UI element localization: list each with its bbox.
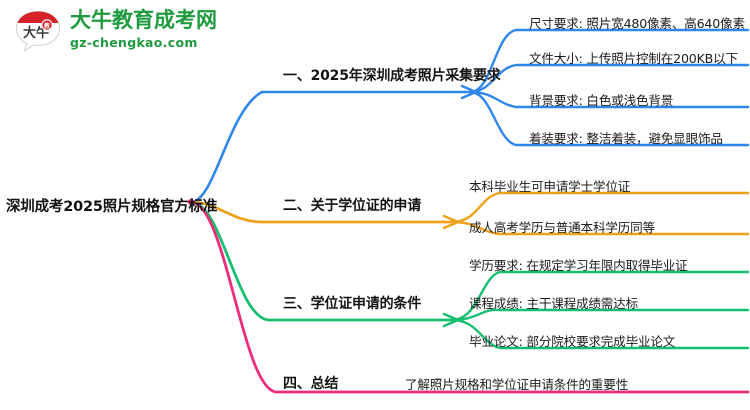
branch-node-2[interactable]: 二、关于学位证的申请 [283,198,421,214]
site-logo: 大牛 教 大牛教育成考网 gz-chengkao.com [14,8,244,54]
leaf-node-3-1[interactable]: 学历要求: 在规定学习年限内取得毕业证 [469,258,688,273]
logo-name-en: gz-chengkao.com [70,35,198,50]
logo-name-cn: 大牛教育成考网 [70,8,217,32]
svg-text:大牛: 大牛 [23,25,49,41]
logo-mark-icon: 大牛 教 [14,10,62,53]
leaf-node-2-2[interactable]: 成人高考学历与普通本科学历同等 [469,220,655,235]
leaf-node-3-3[interactable]: 毕业论文: 部分院校要求完成毕业论文 [469,334,676,349]
logo-text: 大牛教育成考网 gz-chengkao.com [70,8,246,54]
mindmap-root-node[interactable]: 深圳成考2025照片规格官方标准 [6,199,218,215]
leaf-node-1-3[interactable]: 背景要求: 白色或浅色背景 [529,93,674,108]
leaf-node-2-1[interactable]: 本科毕业生可申请学士学位证 [469,179,631,194]
branch-node-4[interactable]: 四、总结 [283,376,339,392]
svg-text:教: 教 [43,22,51,30]
leaf-node-1-1[interactable]: 尺寸要求: 照片宽480像素、高640像素 [529,16,745,31]
leaf-node-3-2[interactable]: 课程成绩: 主干课程成绩需达标 [469,296,638,311]
leaf-node-1-4[interactable]: 着装要求: 整洁着装，避免显眼饰品 [529,131,723,146]
branch-node-1[interactable]: 一、2025年深圳成考照片采集要求 [283,68,501,84]
branch-node-3[interactable]: 三、学位证申请的条件 [283,296,421,312]
leaf-node-4-1[interactable]: 了解照片规格和学位证申请条件的重要性 [405,377,629,392]
leaf-node-1-2[interactable]: 文件大小: 上传照片控制在200KB以下 [529,51,738,66]
